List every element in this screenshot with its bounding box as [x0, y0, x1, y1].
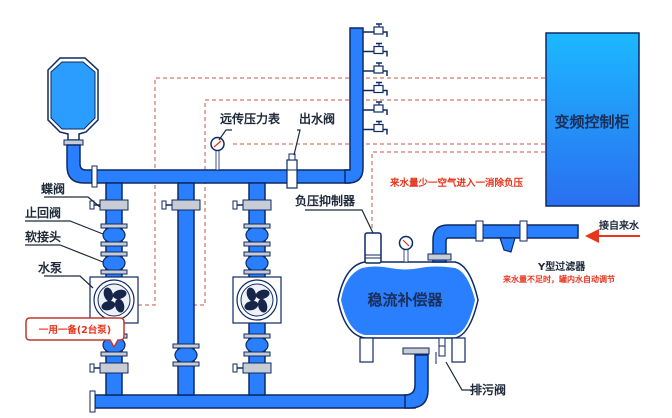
outlet-valve-label: 出水阀 — [299, 111, 335, 126]
remote-pressure-gauge-label: 远传压力表 — [220, 111, 281, 126]
tap-water-inlet-label: 接自来水 — [599, 219, 640, 232]
butterfly-valve[interactable] — [161, 199, 201, 211]
butterfly-valve[interactable] — [232, 362, 272, 374]
butterfly-valve-label: 蝶阀 — [41, 181, 65, 196]
y-strainer-label: Y型过滤器 — [537, 260, 586, 273]
pump-config-badge-text: 一用一备(2台泵) — [39, 324, 111, 336]
faucet-icon[interactable] — [363, 42, 388, 57]
suction-header-pipe — [89, 347, 430, 413]
pump-fan-icon[interactable] — [232, 276, 282, 324]
pump-fan-icon[interactable] — [89, 276, 139, 324]
compensator-tank[interactable]: 稳流补偿器 — [337, 261, 479, 363]
leader-lines — [25, 129, 472, 391]
flexible-joint — [243, 251, 271, 275]
remote-pressure-gauge[interactable] — [210, 136, 225, 171]
flexible-joint — [172, 343, 200, 367]
flexible-joint — [100, 223, 128, 247]
tank-pipe — [66, 144, 96, 184]
faucet-icon[interactable] — [363, 120, 388, 135]
negative-pressure-suppressor[interactable] — [364, 232, 382, 264]
y-strainer[interactable] — [475, 220, 528, 253]
outlet-valve[interactable] — [286, 153, 298, 189]
control-cabinet-label: 变频控制柜 — [554, 113, 629, 131]
check-valve-label: 止回阀 — [25, 205, 61, 220]
pressure-tank-icon — [47, 57, 99, 146]
tank-pressure-gauge — [398, 235, 414, 263]
water-pump-label: 水泵 — [38, 260, 62, 275]
outlet-header-pipe — [91, 27, 364, 188]
arrow-left-icon — [585, 229, 640, 243]
faucet-icon[interactable] — [363, 101, 388, 115]
control-cabinet[interactable]: 变频控制柜 — [545, 32, 640, 207]
drain-valve-label: 排污阀 — [470, 382, 506, 397]
control-line-pump-2 — [192, 99, 545, 306]
branch-2 — [161, 182, 201, 396]
butterfly-valve[interactable] — [89, 362, 129, 374]
auto-regulate-note: 来水量不足时，罐内水自动调节 — [502, 274, 615, 284]
butterfly-valve[interactable] — [89, 199, 129, 211]
inlet-pipe — [427, 224, 579, 263]
butterfly-valve[interactable] — [232, 199, 272, 211]
air-intake-note: 来水量少一空气进入一消除负压 — [389, 177, 524, 189]
flexible-joint — [243, 223, 271, 247]
flexible-joint — [243, 333, 271, 357]
compensator-tank-label: 稳流补偿器 — [367, 291, 443, 309]
control-line-suppressor — [371, 151, 545, 228]
branch-3 — [232, 182, 282, 396]
faucet-icon[interactable] — [363, 81, 388, 96]
pump-branches — [89, 182, 282, 396]
faucet-stack — [363, 23, 388, 135]
flexible-joint — [100, 251, 128, 275]
pump-config-badge: 一用一备(2台泵) — [25, 317, 125, 349]
suppressor-label: 负压抑制器 — [295, 193, 356, 208]
control-signal-lines — [138, 77, 545, 306]
drain-valve[interactable] — [435, 337, 446, 364]
control-line-pump-1 — [138, 77, 545, 306]
faucet-icon[interactable] — [363, 23, 388, 37]
flexible-joint-label: 软接头 — [25, 229, 61, 244]
faucet-icon[interactable] — [363, 62, 388, 76]
branch-1 — [89, 182, 139, 396]
